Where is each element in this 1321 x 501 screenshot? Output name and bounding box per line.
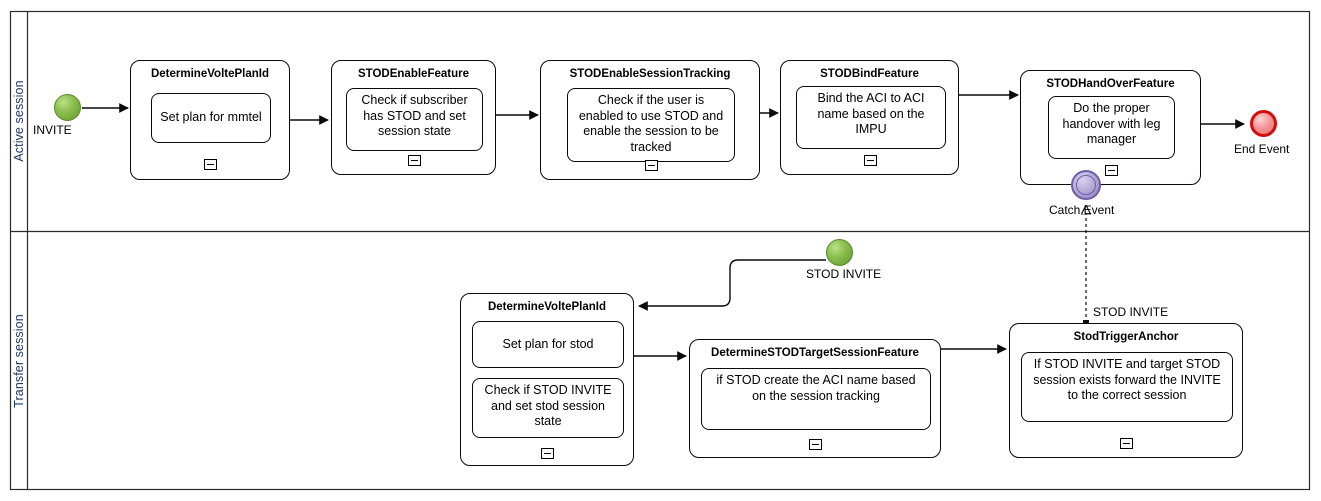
collapse-marker-icon[interactable] bbox=[645, 160, 658, 171]
collapse-marker-icon[interactable] bbox=[809, 439, 822, 450]
inner-task[interactable]: If STOD INVITE and target STOD session e… bbox=[1021, 352, 1233, 422]
start-event-invite-icon[interactable] bbox=[54, 94, 81, 121]
inner-task[interactable]: Do the proper handover with leg manager bbox=[1048, 96, 1175, 159]
node-stod-enable-session-tracking[interactable]: STODEnableSessionTracking Check if the u… bbox=[540, 60, 760, 180]
node-title: STODHandOverFeature bbox=[1046, 78, 1175, 90]
node-title: STODBindFeature bbox=[820, 68, 919, 80]
association-label-stod-invite: STOD INVITE bbox=[1093, 305, 1169, 319]
catch-event-label: Catch Event bbox=[1049, 203, 1115, 217]
node-title: StodTriggerAnchor bbox=[1073, 331, 1179, 343]
node-title: STODEnableSessionTracking bbox=[569, 68, 731, 80]
inner-task[interactable]: Set plan for mmtel bbox=[151, 93, 271, 143]
collapse-marker-icon[interactable] bbox=[1105, 165, 1118, 176]
collapse-marker-icon[interactable] bbox=[1120, 438, 1133, 449]
inner-task[interactable]: Check if subscriber has STOD and set ses… bbox=[346, 88, 483, 151]
node-stod-trigger-anchor[interactable]: StodTriggerAnchor If STOD INVITE and tar… bbox=[1009, 323, 1243, 458]
collapse-marker-icon[interactable] bbox=[204, 159, 217, 170]
node-stod-enable-feature[interactable]: STODEnableFeature Check if subscriber ha… bbox=[331, 60, 496, 175]
node-title: DetermineVoltePlanId bbox=[487, 301, 606, 313]
collapse-marker-icon[interactable] bbox=[408, 155, 421, 166]
start-event-stod-invite-label: STOD INVITE bbox=[806, 267, 882, 281]
start-event-invite-label: INVITE bbox=[33, 123, 72, 137]
pool-outer-border bbox=[9, 10, 1311, 491]
collapse-marker-icon[interactable] bbox=[864, 155, 877, 166]
flow-stod-invite-to-determine-volte bbox=[638, 259, 826, 311]
inner-task[interactable]: Check if the user is enabled to use STOD… bbox=[567, 88, 735, 162]
node-title: DetermineVoltePlanId bbox=[150, 68, 269, 80]
inner-task[interactable]: Check if STOD INVITE and set stod sessio… bbox=[472, 378, 624, 438]
inner-task[interactable]: if STOD create the ACI name based on the… bbox=[701, 368, 931, 430]
node-stod-hand-over-feature[interactable]: STODHandOverFeature Do the proper handov… bbox=[1020, 70, 1201, 185]
inner-task[interactable]: Set plan for stod bbox=[472, 321, 624, 368]
node-stod-bind-feature[interactable]: STODBindFeature Bind the ACI to ACI name… bbox=[780, 60, 959, 175]
end-event-label: End Event bbox=[1234, 142, 1290, 156]
start-event-stod-invite-icon[interactable] bbox=[826, 239, 853, 266]
node-title: DetermineSTODTargetSessionFeature bbox=[711, 347, 919, 359]
catch-event-icon[interactable] bbox=[1071, 170, 1101, 200]
node-determine-volte-plan-id-transfer[interactable]: DetermineVoltePlanId Set plan for stod C… bbox=[460, 293, 634, 466]
inner-task[interactable]: Bind the ACI to ACI name based on the IM… bbox=[796, 86, 946, 149]
node-determine-volte-plan-id-active[interactable]: DetermineVoltePlanId Set plan for mmtel bbox=[130, 60, 290, 180]
collapse-marker-icon[interactable] bbox=[541, 448, 554, 459]
node-determine-stod-target-session-feature[interactable]: DetermineSTODTargetSessionFeature if STO… bbox=[689, 339, 941, 458]
node-title: STODEnableFeature bbox=[358, 68, 469, 80]
end-event-icon[interactable] bbox=[1250, 110, 1277, 137]
